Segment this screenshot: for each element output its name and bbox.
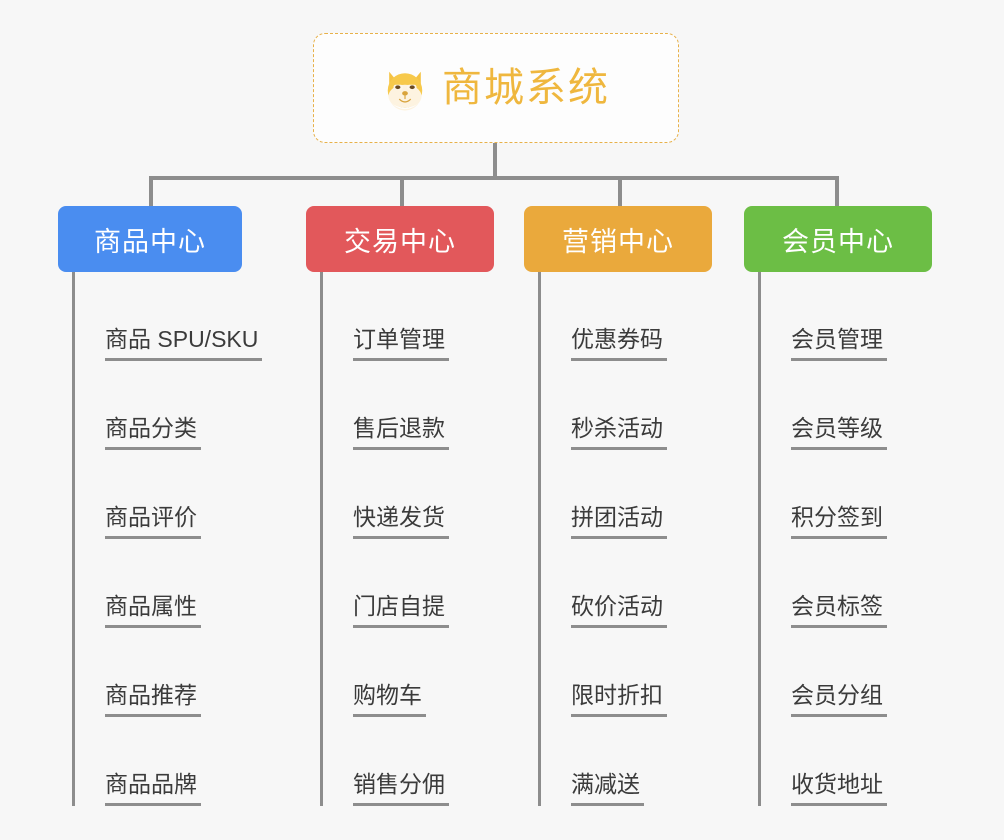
list-item-label: 商品推荐 bbox=[105, 682, 201, 717]
category-box-trade[interactable]: 交易中心 bbox=[306, 206, 494, 272]
list-item[interactable]: 砍价活动 bbox=[541, 539, 764, 628]
list-item[interactable]: 会员管理 bbox=[761, 272, 984, 361]
list-item[interactable]: 优惠券码 bbox=[541, 272, 764, 361]
connector-drop-1 bbox=[149, 176, 153, 208]
connector-drop-2 bbox=[400, 176, 404, 208]
list-item[interactable]: 快递发货 bbox=[323, 450, 546, 539]
branch-column-member: 会员中心 会员管理 会员等级 积分签到 会员标签 会员分组 收货地址 bbox=[744, 206, 984, 806]
list-item[interactable]: 门店自提 bbox=[323, 539, 546, 628]
list-item[interactable]: 商品品牌 bbox=[75, 717, 298, 806]
list-item[interactable]: 商品属性 bbox=[75, 539, 298, 628]
root-node[interactable]: 商城系统 bbox=[313, 33, 679, 143]
list-item[interactable]: 商品评价 bbox=[75, 450, 298, 539]
connector-horizontal-bus bbox=[149, 176, 839, 180]
branch-column-marketing: 营销中心 优惠券码 秒杀活动 拼团活动 砍价活动 限时折扣 满减送 bbox=[524, 206, 764, 806]
list-item[interactable]: 收货地址 bbox=[761, 717, 984, 806]
list-item[interactable]: 限时折扣 bbox=[541, 628, 764, 717]
list-item[interactable]: 秒杀活动 bbox=[541, 361, 764, 450]
list-item-label: 商品分类 bbox=[105, 415, 201, 450]
list-item[interactable]: 商品 SPU/SKU bbox=[75, 272, 298, 361]
list-item-label: 会员标签 bbox=[791, 593, 887, 628]
connector-drop-3 bbox=[618, 176, 622, 208]
sub-item-list: 会员管理 会员等级 积分签到 会员标签 会员分组 收货地址 bbox=[758, 272, 984, 806]
list-item-label: 商品品牌 bbox=[105, 771, 201, 806]
list-item-label: 收货地址 bbox=[791, 771, 887, 806]
list-item[interactable]: 购物车 bbox=[323, 628, 546, 717]
branch-column-trade: 交易中心 订单管理 售后退款 快递发货 门店自提 购物车 销售分佣 bbox=[306, 206, 546, 806]
list-item-label: 满减送 bbox=[571, 771, 644, 806]
list-item-label: 购物车 bbox=[353, 682, 426, 717]
category-label: 营销中心 bbox=[562, 226, 674, 257]
category-box-marketing[interactable]: 营销中心 bbox=[524, 206, 712, 272]
list-item-label: 会员分组 bbox=[791, 682, 887, 717]
list-item-label: 秒杀活动 bbox=[571, 415, 667, 450]
list-item-label: 销售分佣 bbox=[353, 771, 449, 806]
category-box-member[interactable]: 会员中心 bbox=[744, 206, 932, 272]
branch-column-product: 商品中心 商品 SPU/SKU 商品分类 商品评价 商品属性 商品推荐 商品品牌 bbox=[58, 206, 298, 806]
list-item[interactable]: 满减送 bbox=[541, 717, 764, 806]
list-item[interactable]: 会员等级 bbox=[761, 361, 984, 450]
list-item-label: 商品属性 bbox=[105, 593, 201, 628]
list-item[interactable]: 订单管理 bbox=[323, 272, 546, 361]
list-item-label: 订单管理 bbox=[353, 326, 449, 361]
connector-root-stem bbox=[493, 143, 497, 179]
list-item-label: 积分签到 bbox=[791, 504, 887, 539]
list-item-label: 售后退款 bbox=[353, 415, 449, 450]
list-item[interactable]: 会员标签 bbox=[761, 539, 984, 628]
list-item-label: 商品评价 bbox=[105, 504, 201, 539]
list-item[interactable]: 拼团活动 bbox=[541, 450, 764, 539]
list-item-label: 快递发货 bbox=[353, 504, 449, 539]
list-item[interactable]: 会员分组 bbox=[761, 628, 984, 717]
sub-item-list: 商品 SPU/SKU 商品分类 商品评价 商品属性 商品推荐 商品品牌 bbox=[72, 272, 298, 806]
list-item-label: 商品 SPU/SKU bbox=[105, 326, 263, 361]
sub-item-list: 订单管理 售后退款 快递发货 门店自提 购物车 销售分佣 bbox=[320, 272, 546, 806]
list-item-label: 会员等级 bbox=[791, 415, 887, 450]
category-label: 商品中心 bbox=[94, 226, 206, 257]
list-item[interactable]: 销售分佣 bbox=[323, 717, 546, 806]
shiba-dog-emoji bbox=[382, 66, 428, 112]
list-item[interactable]: 商品分类 bbox=[75, 361, 298, 450]
list-item-label: 拼团活动 bbox=[571, 504, 667, 539]
category-label: 会员中心 bbox=[782, 226, 894, 257]
connector-drop-4 bbox=[835, 176, 839, 208]
list-item[interactable]: 积分签到 bbox=[761, 450, 984, 539]
category-label: 交易中心 bbox=[344, 226, 456, 257]
list-item-label: 门店自提 bbox=[353, 593, 449, 628]
root-title: 商城系统 bbox=[442, 66, 610, 110]
list-item-label: 优惠券码 bbox=[571, 326, 667, 361]
list-item[interactable]: 商品推荐 bbox=[75, 628, 298, 717]
sub-item-list: 优惠券码 秒杀活动 拼团活动 砍价活动 限时折扣 满减送 bbox=[538, 272, 764, 806]
list-item-label: 会员管理 bbox=[791, 326, 887, 361]
list-item-label: 限时折扣 bbox=[571, 682, 667, 717]
category-box-product[interactable]: 商品中心 bbox=[58, 206, 242, 272]
list-item-label: 砍价活动 bbox=[571, 593, 667, 628]
list-item[interactable]: 售后退款 bbox=[323, 361, 546, 450]
